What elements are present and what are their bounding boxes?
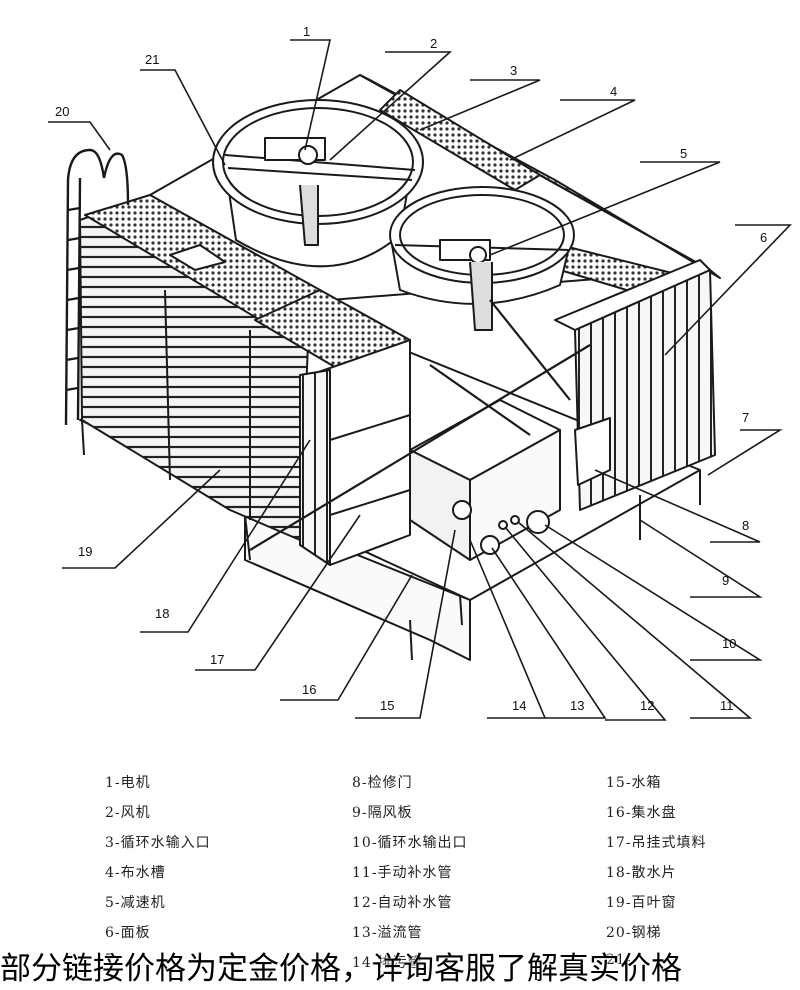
callout-8: 8 (742, 518, 749, 533)
callout-9: 9 (722, 573, 729, 588)
callout-2: 2 (430, 36, 437, 51)
callout-4: 4 (610, 84, 617, 99)
leader-2 (329, 51, 453, 161)
callout-14: 14 (512, 698, 526, 713)
fan-cylinder-left (212, 99, 424, 268)
leader-10 (544, 524, 763, 661)
leader-12 (504, 526, 667, 721)
legend-item: 21- (606, 952, 632, 968)
callout-16: 16 (302, 682, 316, 697)
callout-18: 18 (155, 606, 169, 621)
leader-14 (469, 539, 547, 719)
legend-item: 1-电机 (105, 775, 151, 791)
leader-4 (509, 99, 636, 161)
bracing-lines (249, 299, 591, 551)
leader-20 (48, 121, 111, 151)
leader-13 (491, 547, 607, 719)
legend-item: 3-循环水输入口 (105, 835, 211, 851)
legend-item: 15-水箱 (606, 775, 662, 791)
parts-legend: 1-电机 2-风机 3-循环水输入口 4-布水槽 5-减速机 6-面板 7- 8… (0, 760, 800, 971)
callout-11: 11 (720, 698, 734, 713)
legend-item: 4-布水槽 (105, 865, 166, 881)
leader-9 (639, 519, 763, 598)
leader-19 (62, 469, 221, 569)
leader-21 (140, 69, 226, 166)
callout-21: 21 (145, 52, 159, 67)
leader-8 (594, 469, 761, 543)
legend-item: 8-检修门 (352, 775, 413, 791)
legend-item: 10-循环水输出口 (352, 835, 468, 851)
legend-item: 18-散水片 (606, 865, 677, 881)
callout-5: 5 (680, 146, 687, 161)
callout-12: 12 (640, 698, 654, 713)
legend-item: 12-自动补水管 (352, 895, 453, 911)
leader-16 (280, 574, 413, 701)
leader-7 (707, 429, 783, 476)
leader-11 (517, 521, 753, 719)
legend-item: 14-排污管 (352, 955, 423, 971)
legend-item: 7- (105, 952, 121, 968)
legend-item: 17-吊挂式填料 (606, 835, 707, 851)
legend-item: 11-手动补水管 (352, 865, 453, 881)
legend-item: 20-钢梯 (606, 925, 662, 941)
callout-3: 3 (510, 63, 517, 78)
cooling-tower-diagram: 1 2 3 4 5 6 7 8 9 10 11 12 13 14 15 16 1… (48, 24, 792, 721)
legend-item: 6-面板 (105, 925, 151, 941)
callout-19: 19 (78, 544, 92, 559)
callout-10: 10 (722, 636, 736, 651)
callout-1: 1 (303, 24, 310, 39)
legend-item: 9-隔风板 (352, 805, 413, 821)
callout-20: 20 (55, 104, 69, 119)
leader-15 (355, 529, 456, 719)
leader-17 (195, 514, 361, 671)
legend-item: 16-集水盘 (606, 805, 677, 821)
legend-item: 19-百叶窗 (606, 895, 677, 911)
panel-right (554, 259, 716, 511)
callout-13: 13 (570, 698, 584, 713)
leader-5 (489, 161, 721, 256)
price-notice-banner: 部分链接价格为定金价格，详询客服了解真实价格 (0, 951, 682, 987)
leader-1 (290, 39, 332, 151)
callout-17: 17 (210, 652, 224, 667)
legend-item: 2-风机 (105, 805, 151, 821)
fan-cylinder-right (389, 186, 575, 331)
legend-item: 13-溢流管 (352, 925, 423, 941)
callout-7: 7 (742, 410, 749, 425)
ladder (64, 148, 130, 426)
callout-15: 15 (380, 698, 394, 713)
leader-18 (140, 439, 311, 633)
louver-wall-left (79, 194, 321, 541)
leader-6 (664, 224, 792, 356)
legend-item: 5-减速机 (105, 895, 166, 911)
leader-3 (419, 79, 541, 131)
callout-6: 6 (760, 230, 767, 245)
